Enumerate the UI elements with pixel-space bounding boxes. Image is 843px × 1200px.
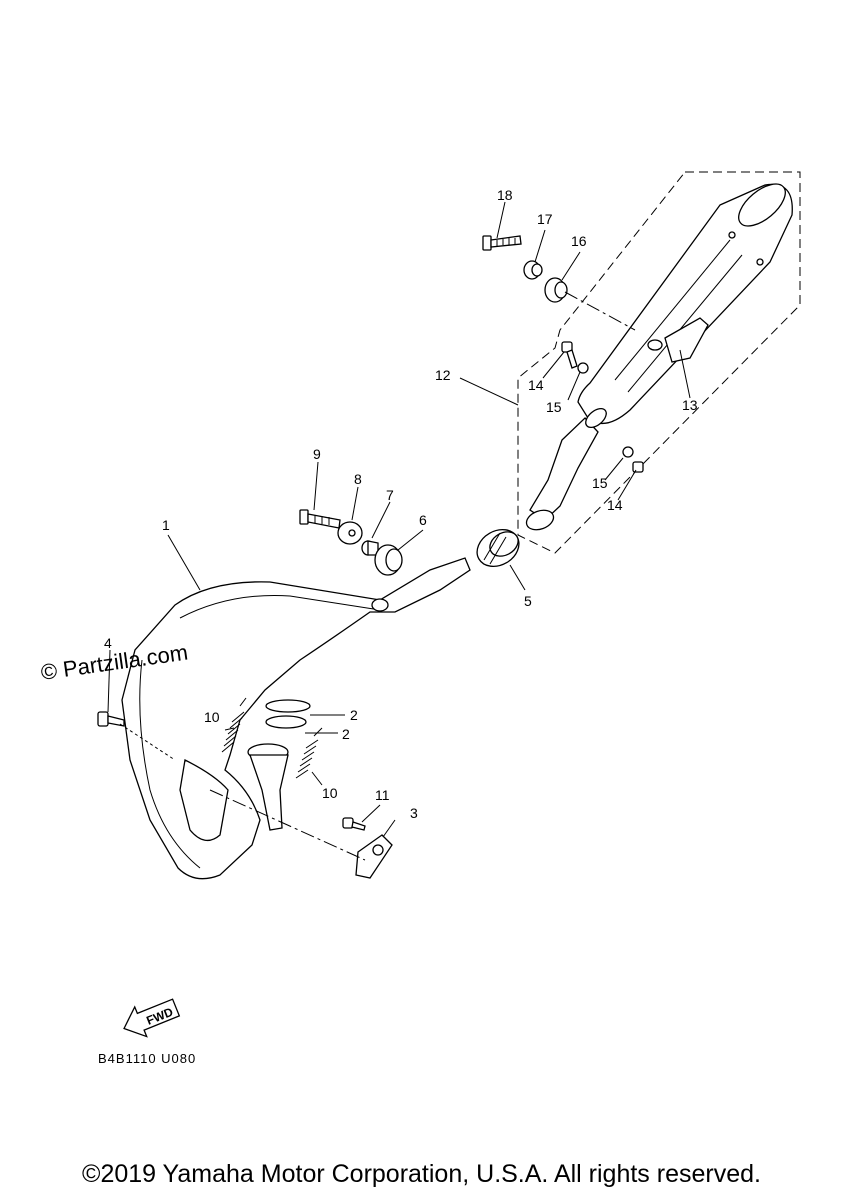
callout-11: 11 [375, 787, 390, 803]
callout-7: 7 [386, 487, 394, 503]
callout-8: 8 [354, 471, 362, 487]
pipe-mount-damper [374, 544, 403, 576]
callout-4: 4 [104, 635, 112, 651]
callout-1: 1 [162, 517, 170, 533]
exhaust-gasket-upper [265, 699, 311, 713]
muffler-mount-collar [523, 260, 543, 280]
exhaust-spring-right [295, 727, 323, 779]
callout-3: 3 [410, 805, 418, 821]
callout-2-upper: 2 [350, 707, 358, 723]
pipe-mount-bolt [299, 509, 341, 529]
callout-9: 9 [313, 446, 321, 462]
fwd-arrow-icon: FWD [123, 998, 181, 1038]
muffler-mount-bolt [482, 235, 522, 251]
callout-5: 5 [524, 593, 532, 609]
muffler-washer-lower [622, 446, 634, 458]
muffler [577, 183, 793, 425]
callout-14-upper: 14 [528, 377, 544, 393]
callout-2-lower: 2 [342, 726, 350, 742]
callout-10-left: 10 [204, 709, 220, 725]
leader-lines [107, 201, 691, 838]
muffler-assembly-boundary [517, 171, 801, 554]
muffler-bolt-lower [632, 461, 644, 473]
muffler-bolt-upper [561, 341, 578, 369]
callout-12: 12 [435, 367, 451, 383]
exhaust-spring-left [221, 697, 247, 753]
callout-13: 13 [682, 397, 698, 413]
callout-17: 17 [537, 211, 553, 227]
muffler-heat-shield [664, 317, 709, 363]
pipe-mount-collar [361, 540, 379, 556]
muffler-inlet-pipe [525, 407, 607, 531]
copyright-notice: ©2019 Yamaha Motor Corporation, U.S.A. A… [82, 1160, 761, 1188]
callout-14-lower: 14 [607, 497, 623, 513]
diagram-code: B4B1110 U080 [98, 1051, 196, 1066]
callout-16: 16 [571, 233, 587, 249]
callout-15-upper: 15 [546, 399, 562, 415]
muffler-mount-damper [544, 277, 568, 303]
exhaust-flange [247, 743, 289, 831]
pipe-mount-washer [337, 521, 363, 545]
callout-6: 6 [419, 512, 427, 528]
callout-15-lower: 15 [592, 475, 608, 491]
pipe-joint-gasket [476, 528, 520, 568]
callout-18: 18 [497, 187, 513, 203]
exhaust-pipe [121, 557, 471, 880]
pipe-bolt [97, 711, 125, 727]
bracket-bolt [342, 817, 366, 831]
exhaust-gasket-lower [265, 715, 307, 729]
exhaust-bracket [355, 834, 393, 879]
muffler-washer-upper [577, 362, 589, 374]
callout-10-right: 10 [322, 785, 338, 801]
